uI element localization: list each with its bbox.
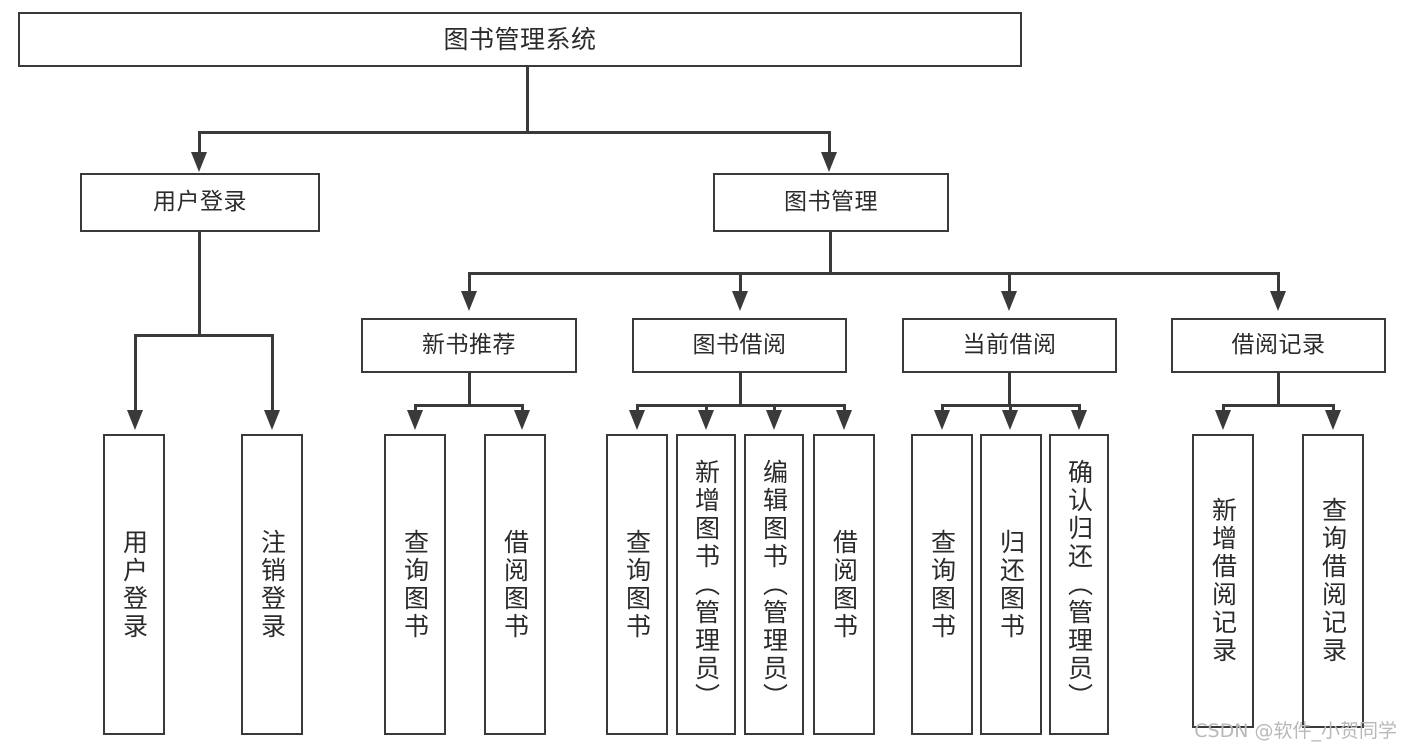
- watermark-text: CSDN @软件_小贺同学: [1194, 720, 1397, 742]
- arrowhead-user-login-to-leaf-1: [127, 410, 143, 430]
- leaf-current-borrow-confirm-return[interactable]: 确认归还（管理员）: [1049, 434, 1109, 735]
- node-label: 用户登录: [119, 528, 149, 641]
- connector-book-mgmt-stem: [829, 232, 832, 274]
- connector-book-borrow-bus: [636, 404, 846, 407]
- connector-user-login-bus: [134, 334, 274, 337]
- node-label: 查询图书: [400, 528, 430, 641]
- connector-borrow-record-to-leaf-2: [1332, 404, 1335, 414]
- connector-user-login-stem: [198, 232, 201, 336]
- leaf-book-borrow-add-book[interactable]: 新增图书（管理员）: [676, 434, 736, 735]
- arrowhead-book-mgmt-to-current: [1001, 291, 1017, 311]
- leaf-borrow-record-query-record[interactable]: 查询借阅记录: [1302, 434, 1364, 728]
- connector-borrow-record-to-leaf-1: [1222, 404, 1225, 414]
- connector-book-mgmt-to-borrow: [739, 272, 742, 294]
- node-label: 确认归还（管理员）: [1064, 458, 1094, 711]
- leaf-current-borrow-return-book[interactable]: 归还图书: [980, 434, 1042, 735]
- leaf-new-book-borrow-book[interactable]: 借阅图书: [484, 434, 546, 735]
- node-label: 归还图书: [996, 528, 1026, 641]
- connector-borrow-record-bus: [1222, 404, 1335, 407]
- node-root-system[interactable]: 图书管理系统: [18, 12, 1022, 67]
- node-borrow-record[interactable]: 借阅记录: [1171, 318, 1386, 373]
- connector-user-login-to-leaf-1: [134, 334, 137, 414]
- node-user-login[interactable]: 用户登录: [80, 173, 320, 232]
- arrowhead-current-borrow-to-leaf-1: [934, 410, 950, 430]
- connector-root-to-book-mgmt: [828, 131, 831, 157]
- node-label: 借阅图书: [829, 528, 859, 641]
- connector-new-book-to-leaf-2: [521, 404, 524, 414]
- node-label: 查询借阅记录: [1318, 497, 1348, 665]
- connector-book-mgmt-to-new-book: [468, 272, 471, 294]
- connector-book-borrow-to-leaf-3: [773, 404, 776, 414]
- connector-book-mgmt-bus: [468, 272, 1280, 275]
- node-book-management[interactable]: 图书管理: [713, 173, 949, 232]
- leaf-book-borrow-edit-book[interactable]: 编辑图书（管理员）: [744, 434, 804, 735]
- arrowhead-book-mgmt-to-record: [1270, 291, 1286, 311]
- node-label: 查询图书: [622, 528, 652, 641]
- node-label: 图书管理系统: [443, 24, 597, 54]
- arrowhead-borrow-record-to-leaf-2: [1325, 410, 1341, 430]
- leaf-new-book-query-book[interactable]: 查询图书: [384, 434, 446, 735]
- connector-current-borrow-to-leaf-3: [1078, 404, 1081, 414]
- node-label: 编辑图书（管理员）: [759, 458, 789, 711]
- connector-current-borrow-to-leaf-2: [1009, 404, 1012, 414]
- arrowhead-book-borrow-to-leaf-3: [766, 410, 782, 430]
- connector-book-mgmt-to-record: [1277, 272, 1280, 294]
- leaf-book-borrow-query-book[interactable]: 查询图书: [606, 434, 668, 735]
- connector-new-book-bus: [414, 404, 524, 407]
- node-new-book-recommend[interactable]: 新书推荐: [361, 318, 577, 373]
- connector-borrow-record-stem: [1277, 373, 1280, 406]
- arrowhead-current-borrow-to-leaf-3: [1071, 410, 1087, 430]
- node-label: 借阅图书: [500, 528, 530, 641]
- arrowhead-book-borrow-to-leaf-4: [836, 410, 852, 430]
- arrowhead-book-borrow-to-leaf-2: [698, 410, 714, 430]
- node-label: 新增图书（管理员）: [691, 458, 721, 711]
- node-label: 查询图书: [927, 528, 957, 641]
- leaf-borrow-record-add-record[interactable]: 新增借阅记录: [1192, 434, 1254, 728]
- node-label: 注销登录: [257, 528, 287, 641]
- arrowhead-book-mgmt-to-borrow: [732, 291, 748, 311]
- node-label: 新增借阅记录: [1208, 497, 1238, 665]
- arrowhead-root-to-book-mgmt: [821, 152, 837, 172]
- connector-new-book-to-leaf-1: [414, 404, 417, 414]
- connector-root-bus: [198, 131, 830, 134]
- arrowhead-borrow-record-to-leaf-1: [1215, 410, 1231, 430]
- connector-current-borrow-stem: [1008, 373, 1011, 406]
- connector-root-to-user-login: [198, 131, 201, 157]
- node-book-borrow[interactable]: 图书借阅: [632, 318, 847, 373]
- connector-book-borrow-to-leaf-1: [636, 404, 639, 414]
- connector-book-borrow-stem: [739, 373, 742, 406]
- connector-book-borrow-to-leaf-4: [843, 404, 846, 414]
- arrowhead-user-login-to-leaf-2: [264, 410, 280, 430]
- connector-current-borrow-to-leaf-1: [941, 404, 944, 414]
- node-label: 图书管理: [784, 188, 878, 215]
- leaf-user-login-logout[interactable]: 注销登录: [241, 434, 303, 735]
- node-label: 图书借阅: [692, 331, 787, 358]
- arrowhead-new-book-to-leaf-1: [407, 410, 423, 430]
- arrowhead-new-book-to-leaf-2: [514, 410, 530, 430]
- node-label: 新书推荐: [422, 331, 516, 358]
- leaf-current-borrow-query-book[interactable]: 查询图书: [911, 434, 973, 735]
- arrowhead-book-mgmt-to-new-book: [461, 291, 477, 311]
- node-label: 当前借阅: [962, 331, 1057, 358]
- connector-book-borrow-to-leaf-2: [705, 404, 708, 414]
- node-label: 借阅记录: [1231, 331, 1326, 358]
- connector-root-stem: [526, 67, 529, 133]
- connector-book-mgmt-to-current: [1008, 272, 1011, 294]
- node-current-borrow[interactable]: 当前借阅: [902, 318, 1117, 373]
- connector-user-login-to-leaf-2: [271, 334, 274, 414]
- leaf-book-borrow-borrow-book[interactable]: 借阅图书: [813, 434, 875, 735]
- arrowhead-current-borrow-to-leaf-2: [1002, 410, 1018, 430]
- arrowhead-root-to-user-login: [191, 152, 207, 172]
- node-label: 用户登录: [153, 188, 247, 215]
- leaf-user-login-login[interactable]: 用户登录: [103, 434, 165, 735]
- arrowhead-book-borrow-to-leaf-1: [629, 410, 645, 430]
- connector-new-book-stem: [468, 373, 471, 406]
